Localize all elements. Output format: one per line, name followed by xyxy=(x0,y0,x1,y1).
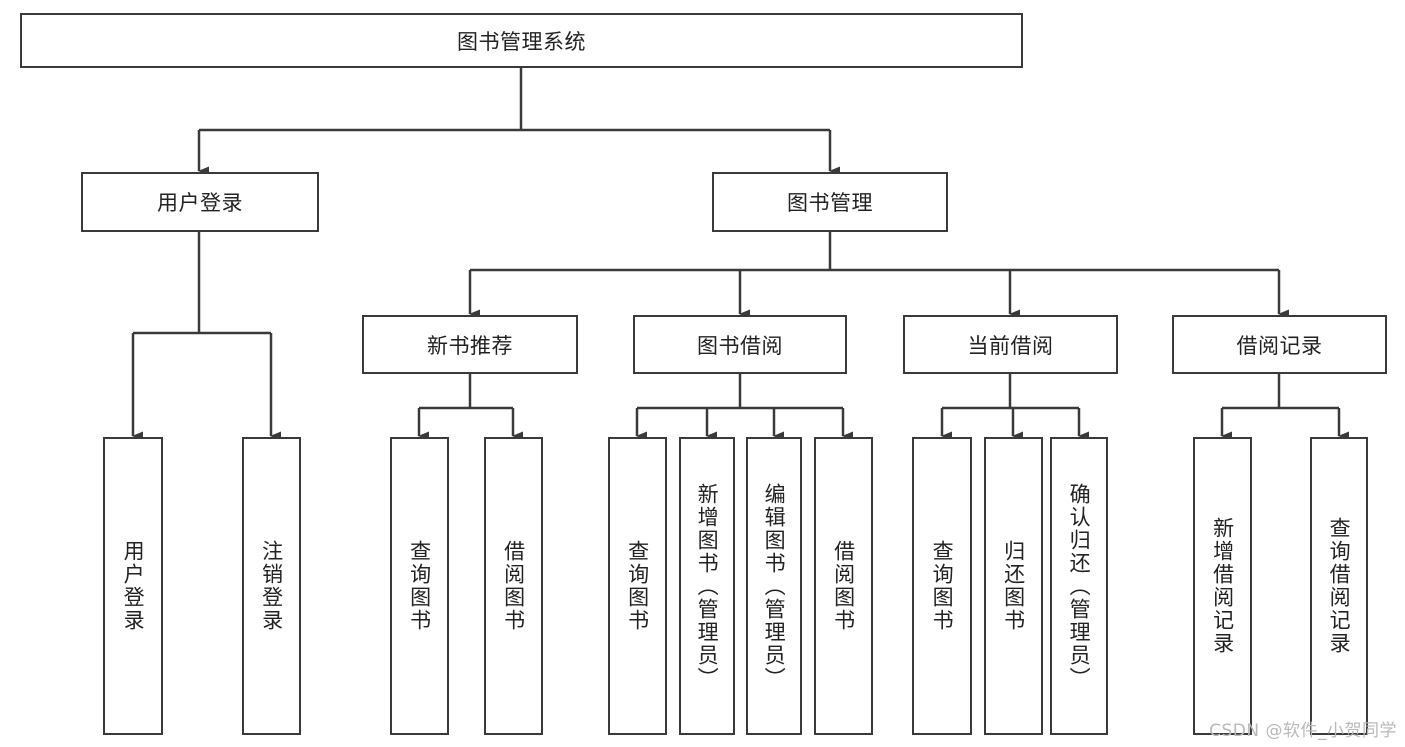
node-leaf-add-record[interactable]: 新增借阅记录 xyxy=(1193,437,1252,735)
node-label: 查询借阅记录 xyxy=(1327,517,1352,655)
node-label: 新增图书（管理员） xyxy=(695,482,720,690)
node-label: 图书管理 xyxy=(787,191,873,215)
node-leaf-add-book[interactable]: 新增图书（管理员） xyxy=(679,437,735,735)
node-leaf-query-record[interactable]: 查询借阅记录 xyxy=(1310,437,1368,735)
node-label: 图书借阅 xyxy=(697,333,783,358)
node-leaf-query-book-1[interactable]: 查询图书 xyxy=(390,437,449,735)
node-current-borrow[interactable]: 当前借阅 xyxy=(903,315,1118,374)
node-label: 查询图书 xyxy=(930,540,955,632)
node-new-book-recommend[interactable]: 新书推荐 xyxy=(362,315,578,374)
node-label: 归还图书 xyxy=(1001,540,1026,632)
edges-group xyxy=(131,68,1349,441)
watermark: CSDN @软件_小贺同学 xyxy=(1209,721,1397,741)
node-label: 图书管理系统 xyxy=(457,29,586,54)
node-leaf-logout[interactable]: 注销登录 xyxy=(242,437,301,735)
node-label: 用户登录 xyxy=(121,540,146,632)
node-label: 用户登录 xyxy=(157,191,243,215)
node-label: 新书推荐 xyxy=(427,333,513,358)
node-label: 借阅图书 xyxy=(831,540,856,632)
node-label: 借阅记录 xyxy=(1236,333,1323,358)
node-leaf-confirm-return[interactable]: 确认归还（管理员） xyxy=(1050,437,1108,735)
node-leaf-borrow-book-1[interactable]: 借阅图书 xyxy=(484,437,543,735)
node-borrow-record[interactable]: 借阅记录 xyxy=(1172,315,1387,374)
node-leaf-query-book-3[interactable]: 查询图书 xyxy=(912,437,972,735)
node-leaf-edit-book[interactable]: 编辑图书（管理员） xyxy=(746,437,802,735)
node-label: 编辑图书（管理员） xyxy=(762,482,787,690)
node-leaf-borrow-book-2[interactable]: 借阅图书 xyxy=(814,437,873,735)
node-label: 确认归还（管理员） xyxy=(1067,482,1092,690)
node-label: 当前借阅 xyxy=(967,333,1054,358)
node-label: 查询图书 xyxy=(625,540,650,632)
node-leaf-return-book[interactable]: 归还图书 xyxy=(984,437,1043,735)
node-label: 注销登录 xyxy=(259,540,284,632)
node-book-manage[interactable]: 图书管理 xyxy=(712,172,948,232)
node-user-login[interactable]: 用户登录 xyxy=(81,172,319,232)
node-root-图书管理系统[interactable]: 图书管理系统 xyxy=(20,13,1023,68)
node-leaf-user-login[interactable]: 用户登录 xyxy=(103,437,163,735)
node-leaf-query-book-2[interactable]: 查询图书 xyxy=(608,437,667,735)
node-book-borrow[interactable]: 图书借阅 xyxy=(633,315,847,374)
node-label: 新增借阅记录 xyxy=(1210,517,1235,655)
node-label: 借阅图书 xyxy=(501,540,526,632)
node-label: 查询图书 xyxy=(407,540,432,632)
